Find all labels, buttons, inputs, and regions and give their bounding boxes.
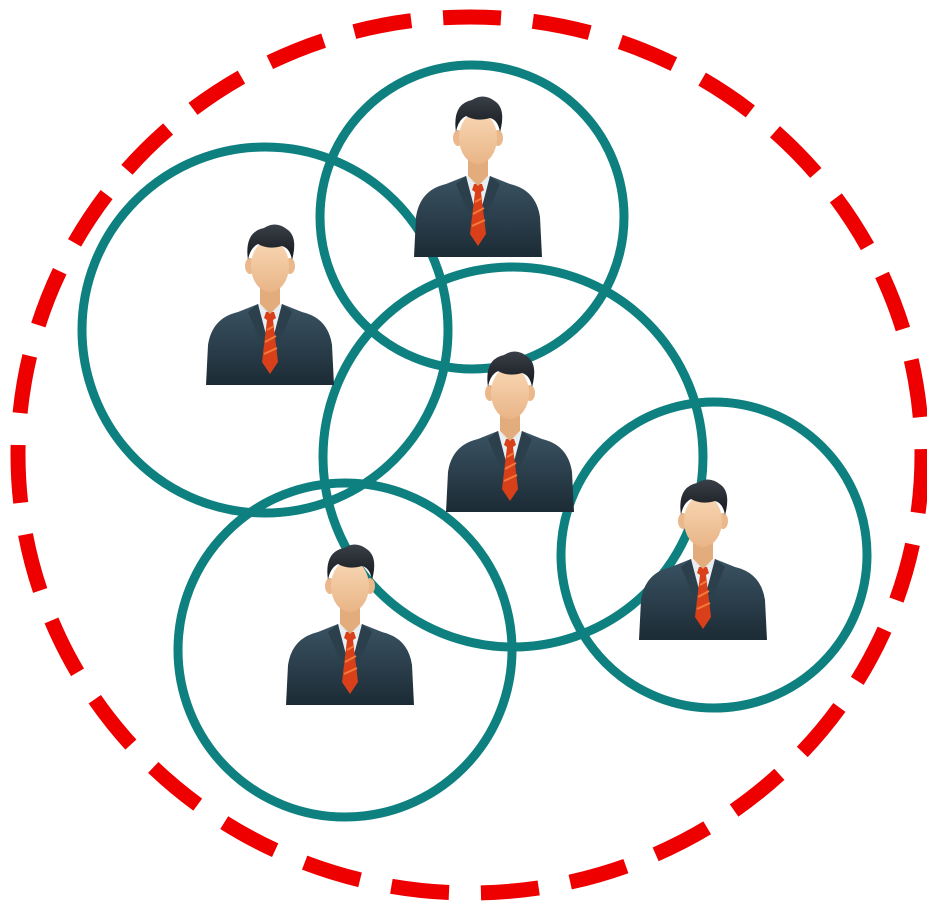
businessman-icon (639, 479, 767, 640)
businessman-icon (414, 96, 542, 257)
businessman-icon (286, 544, 414, 705)
businessman-icon (206, 224, 334, 385)
range-circle-right (561, 402, 867, 708)
businessman-icon (446, 351, 574, 512)
